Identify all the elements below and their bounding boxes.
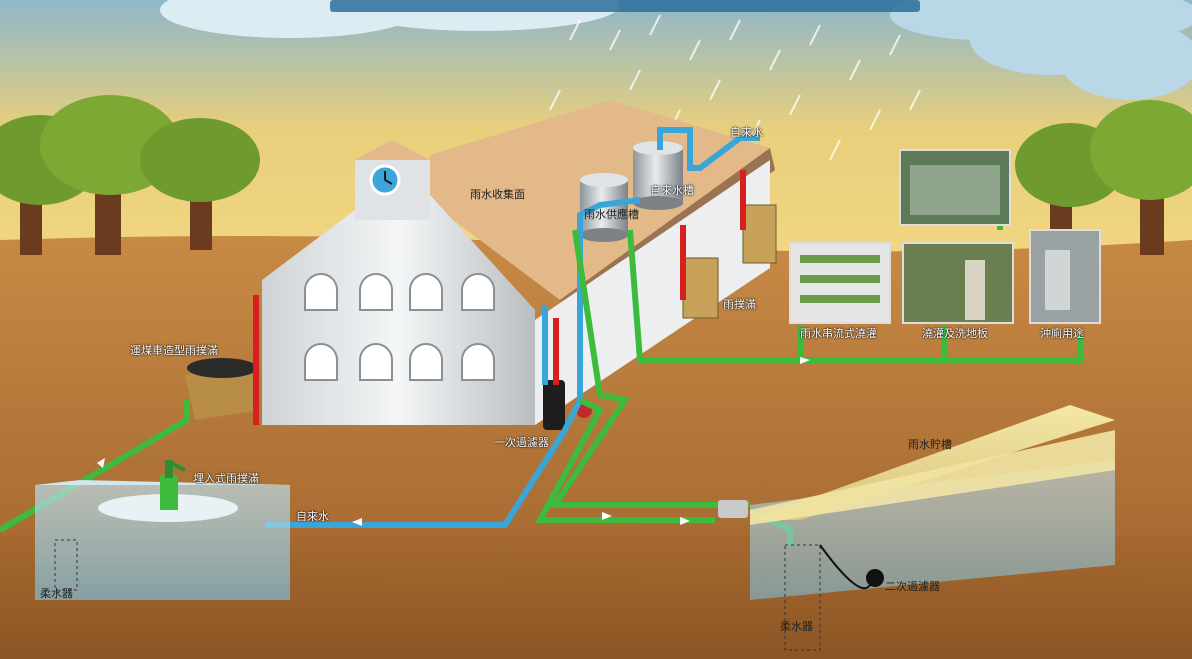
photo-toilet	[1029, 229, 1101, 324]
use-toilet-label: 沖廁用途	[1040, 327, 1084, 340]
tap-water-top-label: 自來水	[730, 126, 763, 139]
rain-supply-tank-label: 雨水供應槽	[584, 208, 639, 221]
primary-filter-label: 一次過濾器	[494, 436, 549, 449]
photo-greenhouse	[899, 149, 1011, 226]
rain-barrel-label: 雨撲滿	[723, 298, 756, 311]
downpipes	[253, 170, 746, 425]
softener-right-label: 柔水器	[780, 620, 813, 633]
rain-supply-tank	[580, 173, 628, 242]
title-strip	[330, 0, 920, 12]
secondary-filter-label: 二次過濾器	[885, 580, 940, 593]
coal-cart-barrel	[185, 358, 260, 420]
cloud-right	[890, 0, 1192, 100]
rain-barrel	[682, 204, 777, 319]
clock-icon	[369, 164, 401, 196]
use-irrigation-floor-label: 澆灌及洗地板	[922, 327, 988, 340]
photo-truck-irrigation	[789, 242, 891, 324]
rainwater-storage-tank	[718, 405, 1115, 651]
hand-pump-icon	[160, 460, 186, 510]
tap-water-pipe-label: 自來水	[296, 510, 329, 523]
softener-left-label: 柔水器	[40, 587, 73, 600]
use-truck-irrigation-label: 雨水串流式澆灌	[800, 327, 877, 340]
rain-collection-surface-label: 雨水收集面	[470, 188, 525, 201]
buried-barrel-label: 埋入式雨撲滿	[193, 472, 259, 485]
photo-irrigation-floor	[902, 242, 1014, 324]
float-ball-icon	[819, 544, 884, 590]
tap-water-tank	[633, 141, 683, 210]
storage-tank-label: 雨水貯槽	[908, 438, 952, 451]
coal-cart-barrel-label: 運煤車造型雨撲滿	[130, 344, 218, 357]
tap-water-tank-label: 自來水槽	[650, 184, 694, 197]
trees-left	[0, 95, 260, 255]
flow-arrows	[97, 357, 810, 526]
trees-right	[1015, 100, 1192, 255]
